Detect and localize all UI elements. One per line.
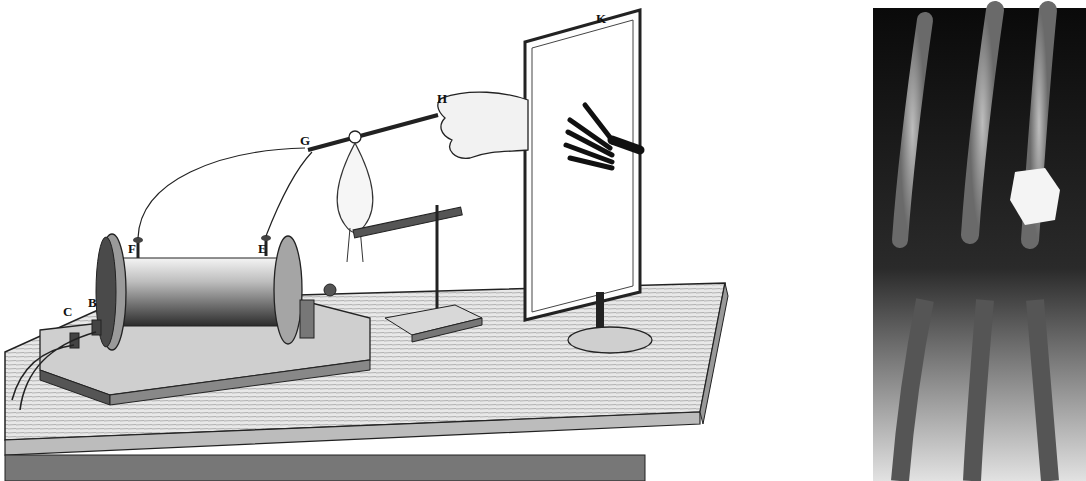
ring	[1010, 168, 1060, 225]
bone	[585, 105, 612, 140]
part-letter: K	[596, 12, 606, 25]
wire	[266, 152, 312, 236]
induction-coil	[12, 234, 370, 410]
part-letter: F	[128, 242, 136, 255]
film	[873, 8, 1086, 481]
clamp	[349, 131, 361, 143]
coil-base-side	[110, 360, 370, 405]
stand-arm	[353, 207, 462, 238]
interrupter-knob	[324, 284, 336, 296]
glass-bulb	[337, 143, 373, 233]
electrode-rod	[308, 115, 438, 150]
screen-frame	[525, 10, 640, 320]
part-letter: H	[437, 92, 447, 105]
table-skirt	[5, 455, 645, 481]
skeleton-hand	[566, 105, 640, 168]
wrist	[612, 140, 640, 150]
table-edge	[700, 283, 728, 424]
xray-photograph	[873, 8, 1086, 481]
interrupter	[300, 300, 314, 338]
screen-base	[568, 327, 652, 353]
table-edge	[5, 412, 700, 455]
finger-bone	[970, 10, 995, 235]
coil-flange	[274, 236, 302, 344]
part-letter: C	[63, 305, 72, 318]
supply-wire	[12, 332, 96, 410]
fluorescent-screen	[525, 10, 652, 353]
wire	[138, 148, 305, 238]
bone	[570, 158, 612, 168]
stand-rod	[436, 205, 439, 320]
stand-base-side	[412, 318, 482, 342]
coil-base-side	[40, 370, 110, 405]
part-letter: B	[88, 296, 97, 309]
metacarpal	[900, 300, 1050, 481]
finger-bone	[900, 20, 925, 240]
coil-cylinder	[115, 258, 280, 326]
screen-surface	[532, 20, 633, 312]
part-letter: G	[300, 134, 310, 147]
hand	[438, 92, 528, 158]
part-letter: E	[258, 242, 267, 255]
